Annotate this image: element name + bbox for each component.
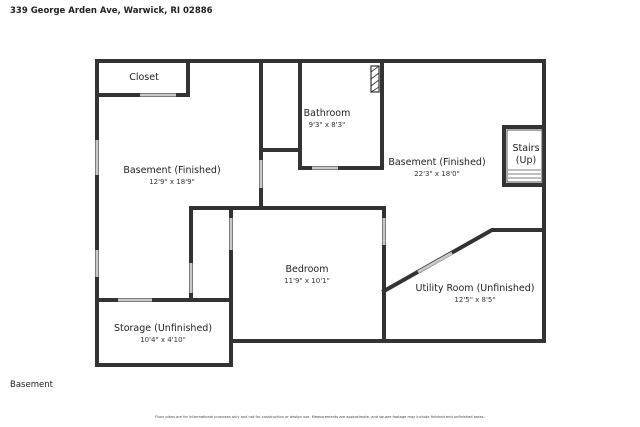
vent-hatch	[370, 65, 380, 93]
outer-wall	[95, 59, 546, 367]
floor-label: Basement	[10, 380, 53, 390]
utility-door-opening	[417, 251, 453, 274]
basement-left-name: Basement (Finished)	[123, 165, 220, 176]
utility-dims: 12'5" x 8'5"	[454, 296, 495, 304]
disclaimer: Floor plans are for informational purpos…	[155, 415, 485, 419]
utility-wall	[381, 228, 546, 294]
basement-left-dims: 12'9" x 18'9"	[149, 178, 195, 186]
bedroom-name: Bedroom	[286, 264, 329, 275]
bedroom-wall	[189, 206, 386, 343]
stair-box	[506, 129, 543, 183]
basement-right-name: Basement (Finished)	[388, 157, 485, 168]
storage-dims: 10'4" x 4'10"	[140, 336, 186, 344]
storage-name: Storage (Unfinished)	[114, 323, 212, 334]
stairs-wall	[502, 125, 546, 187]
closet-name: Closet	[129, 72, 159, 83]
utility-name: Utility Room (Unfinished)	[416, 283, 535, 294]
bathroom-wall	[259, 59, 384, 170]
bedroom-dims: 11'9" x 10'1"	[284, 277, 330, 285]
basement-right-dims: 22'3" x 18'0"	[414, 170, 460, 178]
stair-treads	[508, 169, 541, 183]
stairs-name-line1: Stairs	[512, 143, 539, 154]
windows	[95, 93, 453, 302]
property-address: 339 George Arden Ave, Warwick, RI 02886	[10, 6, 213, 16]
closet-wall	[95, 59, 190, 97]
stairs-name-line2: (Up)	[516, 155, 536, 166]
walls	[95, 59, 546, 367]
bathroom-dims: 9'3" x 8'3"	[309, 121, 346, 129]
bathroom-name: Bathroom	[304, 108, 351, 119]
